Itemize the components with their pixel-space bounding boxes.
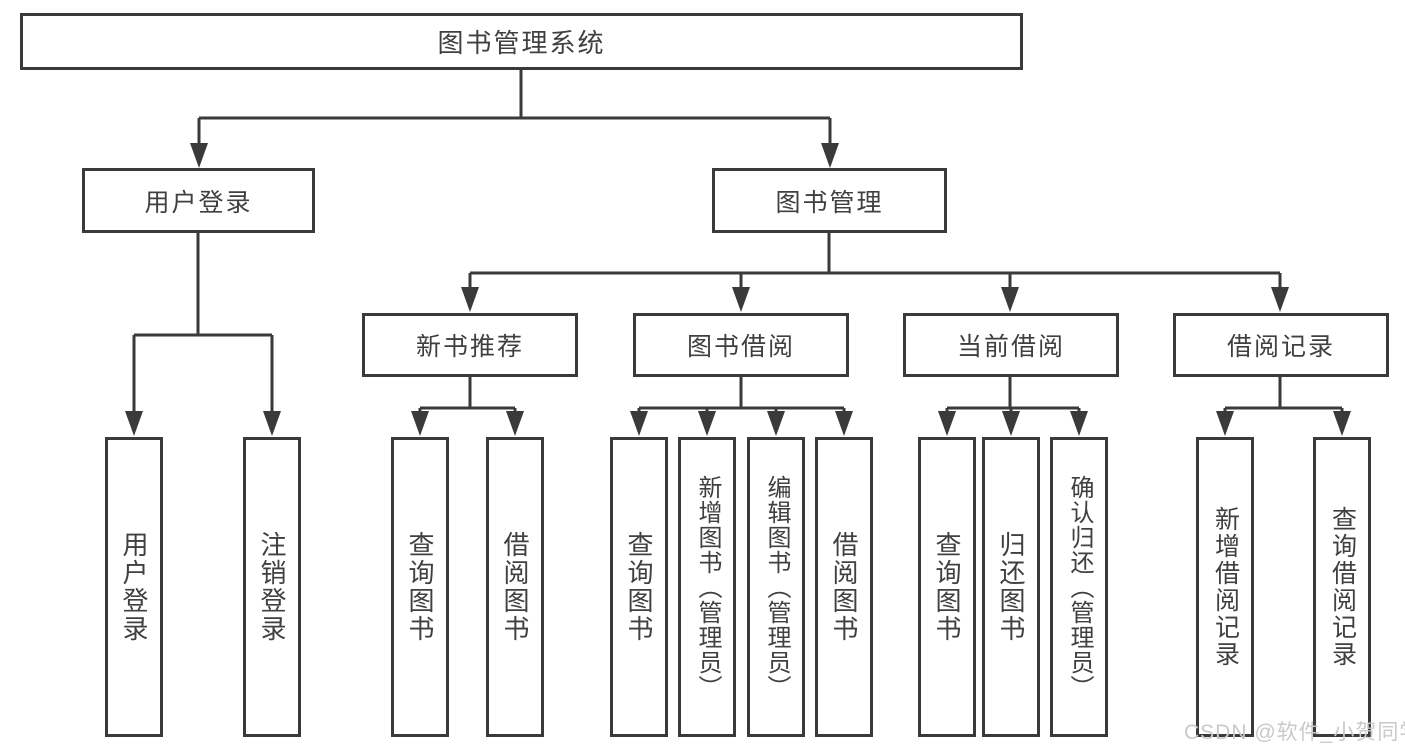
leaf-borrow-query-books: 查询图书 <box>610 437 668 737</box>
leaf-records-add-record: 新增借阅记录 <box>1196 437 1254 737</box>
leaf-user-login: 用户登录 <box>105 437 163 737</box>
node-borrow-records: 借阅记录 <box>1173 313 1389 377</box>
node-book-management: 图书管理 <box>712 168 947 233</box>
node-book-borrow: 图书借阅 <box>633 313 849 377</box>
node-new-book-recommend: 新书推荐 <box>362 313 578 377</box>
csdn-watermark: CSDN @软件_小贺同学 <box>1184 721 1405 744</box>
node-user-login: 用户登录 <box>82 168 315 233</box>
leaf-borrow-add-books-admin: 新增图书（管理员） <box>678 437 736 737</box>
node-current-borrow: 当前借阅 <box>903 313 1119 377</box>
connector-book-mgmt-to-level3 <box>461 232 1289 312</box>
leaf-newbooks-borrow-books: 借阅图书 <box>486 437 544 737</box>
leaf-newbooks-query-books: 查询图书 <box>391 437 449 737</box>
leaf-current-query-books: 查询图书 <box>918 437 976 737</box>
leaf-current-confirm-return-admin: 确认归还（管理员） <box>1050 437 1108 737</box>
connector-book-borrow-to-leaves <box>630 375 853 436</box>
connector-user-login-to-leaves <box>125 231 281 436</box>
leaf-current-return-books: 归还图书 <box>982 437 1040 737</box>
leaf-logout: 注销登录 <box>243 437 301 737</box>
node-root-system: 图书管理系统 <box>20 13 1023 70</box>
connector-new-books-to-leaves <box>411 375 524 436</box>
leaf-borrow-borrow-books: 借阅图书 <box>815 437 873 737</box>
connector-borrow-records-to-leaves <box>1216 375 1351 436</box>
leaf-records-query-record: 查询借阅记录 <box>1313 437 1371 737</box>
connector-root-to-level2 <box>190 68 839 168</box>
leaf-borrow-edit-books-admin: 编辑图书（管理员） <box>747 437 805 737</box>
connector-current-borrow-to-leaves <box>938 375 1088 436</box>
